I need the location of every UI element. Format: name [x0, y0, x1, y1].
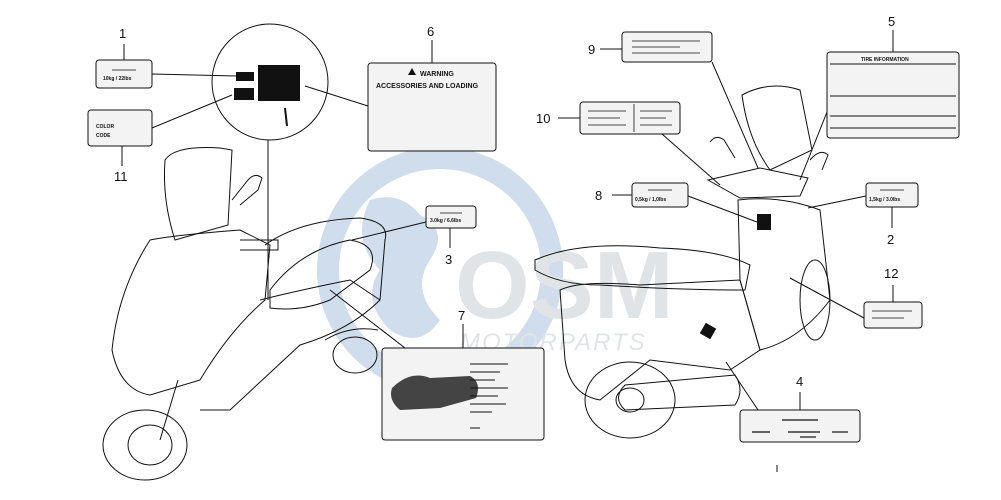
callout-7: 7	[458, 308, 465, 323]
scooter-left	[102, 147, 387, 481]
callout-8: 8	[595, 188, 602, 203]
left-mirror	[231, 174, 263, 206]
callout-10: 10	[536, 111, 550, 126]
left-muffler	[324, 328, 379, 341]
label-6-title: WARNING	[420, 71, 454, 78]
right-rear-hub	[615, 387, 645, 413]
right-windscreen	[741, 85, 813, 171]
callout-9: 9	[588, 42, 595, 57]
left-windscreen	[163, 147, 233, 241]
left-fork	[159, 379, 179, 441]
label-2: 1,5kg / 3.0lbs 2	[807, 182, 919, 247]
label-4-location-mark	[699, 322, 717, 340]
right-rear-body	[559, 279, 761, 401]
callout-6: 6	[427, 24, 434, 39]
label-4: 4	[699, 322, 861, 443]
label-8-location-mark	[757, 214, 771, 230]
label-5-sticker	[826, 51, 960, 139]
label-11-line1: COLOR	[96, 124, 114, 130]
right-front-body	[737, 198, 831, 351]
label-9: 9	[588, 31, 759, 169]
label-5: TIRE INFORMATION 5	[799, 14, 960, 181]
left-body	[200, 217, 387, 411]
right-mirror-left	[709, 136, 736, 159]
callout-3: 3	[445, 252, 452, 267]
left-front-fairing	[111, 229, 271, 396]
zoom-detail	[211, 23, 329, 300]
left-handlebar	[240, 239, 279, 251]
label-3: 3.0kg / 6.6lbs 3	[351, 205, 477, 267]
label-2-sticker	[865, 182, 919, 208]
right-rear-wheel	[584, 361, 676, 439]
left-front-hub	[127, 424, 173, 466]
label-1-sticker	[95, 59, 153, 89]
label-3-sticker	[425, 205, 477, 229]
right-dash	[706, 167, 809, 199]
label-11-line2: CODE	[96, 133, 111, 139]
label-6-subtitle: ACCESSORIES AND LOADING	[376, 83, 479, 90]
zoom-label-large	[258, 65, 300, 101]
warning-triangle-icon	[408, 68, 416, 75]
label-5-title: TIRE INFORMATION	[861, 57, 909, 63]
label-11: COLOR CODE 11	[87, 94, 233, 184]
label-1: 10kg / 22lbs 1	[95, 26, 237, 89]
callout-2: 2	[887, 232, 894, 247]
label-7: 7	[329, 289, 545, 441]
label-12: 12	[789, 266, 923, 329]
callout-1: 1	[119, 26, 126, 41]
label-8: 0,5kg / 1,0lbs 8	[595, 182, 771, 230]
label-8-sticker	[631, 182, 689, 208]
label-3-text: 3.0kg / 6.6lbs	[430, 218, 461, 224]
label-10: 10	[536, 101, 721, 186]
callout-11: 11	[114, 169, 128, 184]
label-8-text: 0,5kg / 1,0lbs	[635, 197, 666, 203]
left-storage-compartment	[269, 239, 373, 310]
callout-12: 12	[884, 266, 898, 281]
callout-4: 4	[796, 374, 803, 389]
watermark-brand: OSM	[455, 232, 674, 339]
zoom-label-small-top	[236, 72, 254, 81]
left-rear-wheel	[332, 336, 378, 374]
zoom-label-small-bottom	[234, 88, 254, 100]
label-7-engine-illustration	[391, 375, 478, 410]
label-12-sticker	[863, 301, 923, 329]
right-front-wheel	[799, 259, 831, 341]
left-front-wheel	[102, 409, 188, 481]
right-muffler	[618, 374, 741, 411]
label-6: WARNING ACCESSORIES AND LOADING 6	[304, 24, 497, 152]
label-1-text: 10kg / 22lbs	[103, 76, 132, 82]
callout-5: 5	[888, 14, 895, 29]
right-mirror-right	[809, 151, 829, 171]
label-2-text: 1,5kg / 3.0lbs	[869, 197, 900, 203]
left-floor	[259, 279, 381, 301]
